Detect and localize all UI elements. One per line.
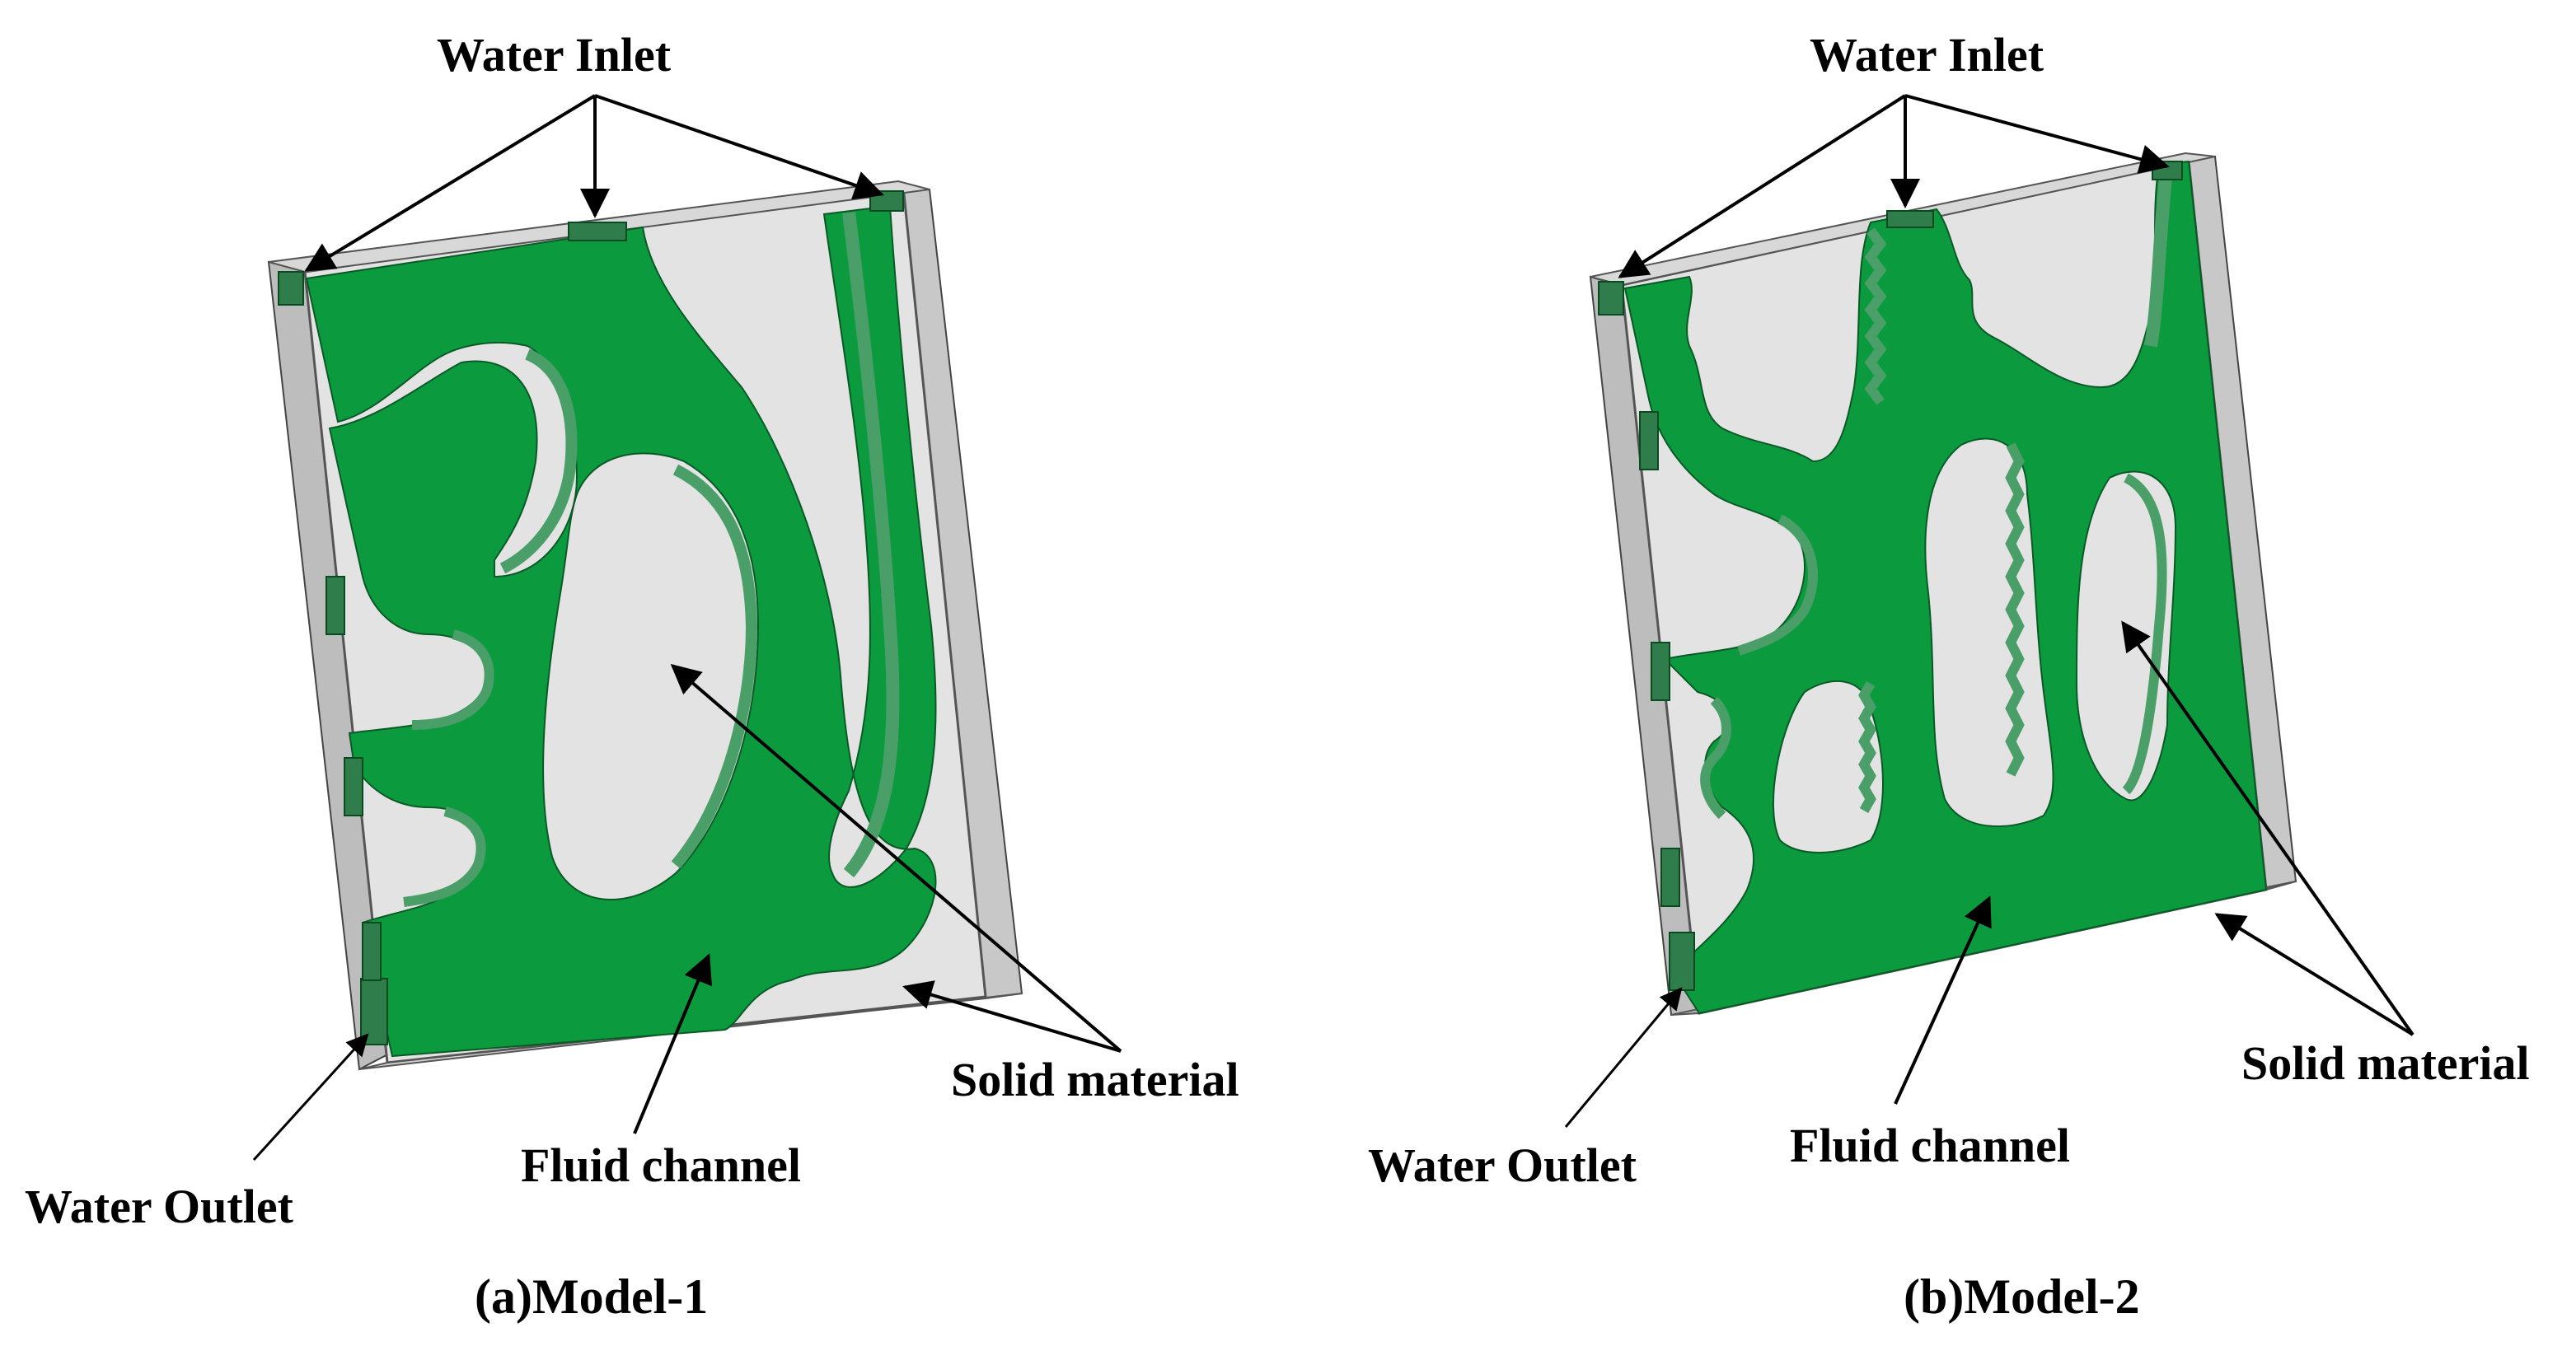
model-2-inlet-arrow-left [1618,94,1907,278]
model-2-outlet-arrow [1564,987,1683,1128]
model-2-channel-wall-lower-zigzag [1858,681,1876,813]
model-2-inlet-port-left [1598,281,1624,316]
model-2-caption: (b)Model-2 [1904,1269,2140,1324]
model-1-channel-wall-left-loop [499,348,578,574]
model-1-inlet-arrow-right [594,94,884,200]
model-1-inlet-port-right [869,190,904,212]
model-1-outlet-arrow [252,1033,369,1162]
model-2-water-inlet-label: Water Inlet [1810,28,2044,82]
model-1-inlet-arrow-left [304,94,597,272]
model-2-solid-material-arrow-upper [2121,620,2414,1036]
model-1-side-port-3 [362,922,382,981]
model-1-side-port-2 [344,757,363,816]
model-2-solid-material-arrow-lower [2214,913,2414,1036]
model-2-channel-wall-right-channel [2144,164,2174,348]
model-2-fluid-channel-label: Fluid channel [1790,1119,2070,1172]
model-1-channel-wall-inner-loop [671,464,758,869]
model-1-fluid-channel-main [305,204,937,1058]
model-1-channel-wall-branch-upper [411,629,494,730]
model-1-water-outlet-label: Water Outlet [25,1180,294,1233]
model-1-channel-wall-right-channel [842,212,900,878]
model-1-side-port-1 [326,576,345,635]
model-2-channel-wall-branch [1700,696,1731,820]
model-1-fluid-channel-arrow-bottom [633,953,712,1134]
model-2-diagram: Water Inlet Water Outlet Fluid channel S… [1368,28,2530,1324]
model-1-diagram: Water Inlet Water Outlet Fluid channel S… [25,28,1239,1324]
model-2-side-port-2 [1651,642,1670,701]
model-1-inlet-port-left [278,271,304,306]
model-1-fluid-channel-label: Fluid channel [521,1138,801,1192]
model-1-fluid-channel [278,190,937,1058]
model-1-outlet-port [360,978,388,1045]
model-2-inlet-port-middle [1886,210,1934,228]
model-1-inlet-port-middle [568,222,627,241]
model-2-channel-wall-top-zigzag [1864,227,1887,405]
model-2-channel-wall-left-loop [1737,514,1818,656]
model-1-solid-material-arrow [902,980,1122,1053]
model-2-fluid-channel-arrow [1894,895,1992,1105]
model-1-water-inlet-label: Water Inlet [437,28,672,82]
model-2-inlet-arrow-right [1904,94,2170,174]
model-2-water-outlet-label: Water Outlet [1368,1138,1637,1192]
model-2-solid-material-label: Solid material [2241,1036,2530,1090]
model-2-side-port-1 [1639,411,1659,470]
model-1-channel-wall-branch-lower [403,806,486,907]
model-2-channel-wall-right-loop [2122,473,2167,795]
model-2-outlet-port [1669,932,1695,991]
model-1-solid-material-label: Solid material [951,1053,1239,1106]
model-2-side-port-3 [1660,848,1680,907]
model-1-fluid-channel-arrow-upper [670,664,1122,1053]
model-2-fluid-channel [1598,160,2268,1015]
model-2-channel-wall-center-zigzag [2005,442,2025,777]
model-1-caption: (a)Model-1 [475,1269,708,1324]
